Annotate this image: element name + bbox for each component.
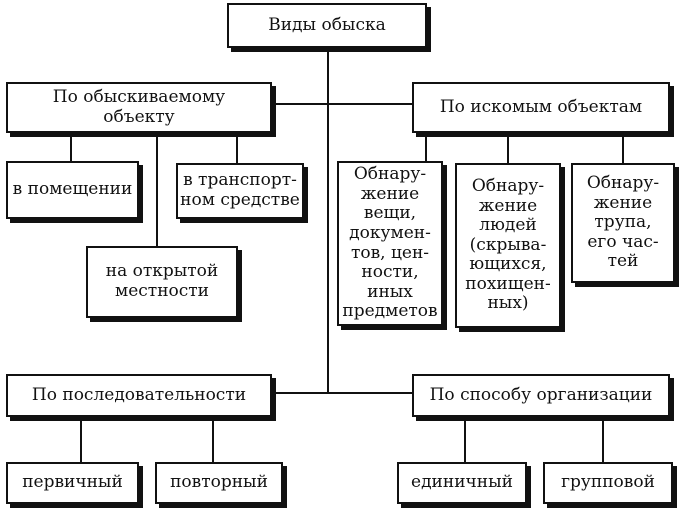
primary-label: первичный	[22, 472, 123, 493]
by-sought-label: По искомым объектам	[439, 96, 643, 117]
by-organization-label: По способу организации	[429, 384, 653, 405]
room-label: в помещении	[12, 179, 133, 200]
group-node: групповой	[543, 462, 673, 504]
connector-organization-to-group	[602, 417, 604, 462]
items-node: Обнару- жение вещи, докумен- тов, цен- н…	[337, 161, 443, 326]
people-label: Обнару- жение людей (скрыва- ющихся, пох…	[465, 176, 551, 314]
root-label: Виды обыска	[268, 14, 386, 35]
repeat-label: повторный	[170, 472, 268, 493]
corpse-node: Обнару- жение трупа, его час- тей	[571, 163, 675, 283]
primary-node: первичный	[6, 462, 139, 504]
connector-sought-to-people	[507, 133, 509, 163]
by-sequence-label: По последовательности	[31, 384, 247, 405]
connector-trunk	[327, 48, 329, 393]
connector-sought-to-items	[425, 133, 427, 161]
group-label: групповой	[561, 472, 655, 493]
connector-sought-to-corpse	[622, 133, 624, 163]
connector-organization-to-single	[464, 417, 466, 462]
open-area-node: на открытой местности	[86, 246, 238, 318]
single-node: единичный	[397, 462, 527, 504]
by-object-label: По обыскиваемому объекту	[52, 86, 226, 127]
open-area-label: на открытой местности	[105, 261, 219, 301]
room-node: в помещении	[6, 161, 139, 219]
vehicle-label: в транспорт- ном средстве	[180, 170, 300, 210]
people-node: Обнару- жение людей (скрыва- ющихся, пох…	[455, 163, 561, 328]
single-label: единичный	[411, 472, 513, 493]
root-node: Виды обыска	[227, 3, 427, 48]
repeat-node: повторный	[155, 462, 283, 504]
by-sequence-node: По последовательности	[6, 374, 272, 417]
by-organization-node: По способу организации	[412, 374, 670, 417]
by-sought-node: По искомым объектам	[412, 82, 670, 133]
items-label: Обнару- жение вещи, докумен- тов, цен- н…	[342, 164, 438, 322]
connector-root-branches	[272, 103, 412, 105]
connector-object-to-room	[70, 133, 72, 161]
connector-object-to-vehicle	[236, 133, 238, 163]
by-object-node: По обыскиваемому объекту	[6, 82, 272, 133]
connector-object-to-open-area	[156, 133, 158, 246]
corpse-label: Обнару- жение трупа, его час- тей	[586, 173, 660, 272]
vehicle-node: в транспорт- ном средстве	[176, 163, 304, 219]
connector-sequence-to-primary	[80, 417, 82, 462]
connector-bottom-branches	[272, 392, 412, 394]
connector-sequence-to-repeat	[212, 417, 214, 462]
